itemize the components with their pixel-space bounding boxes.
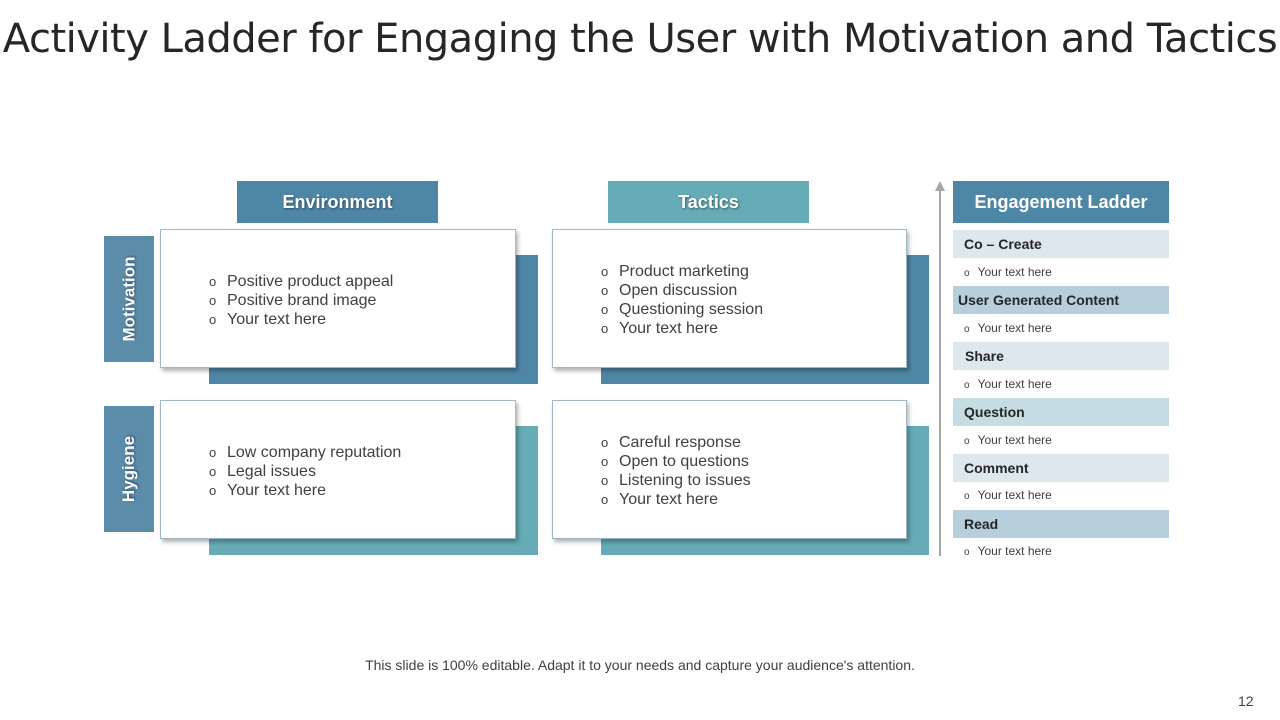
column-header-environment: Environment — [237, 181, 438, 223]
row-header-motivation: Motivation — [104, 236, 154, 362]
list-item: Positive brand image — [209, 291, 393, 310]
ladder-step-text: Your text here — [977, 488, 1052, 502]
hygiene-tactics-list: Careful response Open to questions Liste… — [601, 433, 751, 509]
hygiene-environment-card: Low company reputation Legal issues Your… — [160, 400, 516, 539]
hygiene-tactics-card: Careful response Open to questions Liste… — [552, 400, 907, 539]
ladder-step-read: Read — [953, 510, 1169, 538]
column-header-tactics: Tactics — [608, 181, 809, 223]
motivation-tactics-card: Product marketing Open discussion Questi… — [552, 229, 907, 368]
row-header-hygiene-label: Hygiene — [119, 435, 139, 503]
motivation-tactics-list: Product marketing Open discussion Questi… — [601, 262, 763, 338]
list-item: Careful response — [601, 433, 751, 452]
list-item: Open to questions — [601, 452, 751, 471]
ladder-arrow-line — [939, 190, 941, 556]
list-item: Listening to issues — [601, 471, 751, 490]
list-item: Your text here — [209, 310, 393, 329]
row-header-hygiene: Hygiene — [104, 406, 154, 532]
list-item: Legal issues — [209, 462, 401, 481]
ladder-step-text: Your text here — [977, 544, 1052, 558]
list-item: Open discussion — [601, 281, 763, 300]
ladder-arrow-up-icon — [935, 181, 945, 191]
list-item: Questioning session — [601, 300, 763, 319]
ladder-step-text: Your text here — [977, 377, 1052, 391]
list-item: Your text here — [601, 490, 751, 509]
hygiene-environment-list: Low company reputation Legal issues Your… — [209, 443, 401, 500]
ladder-step-text: Your text here — [977, 265, 1052, 279]
list-item: Positive product appeal — [209, 272, 393, 291]
ladder-step-text: Your text here — [977, 433, 1052, 447]
motivation-environment-card: Positive product appeal Positive brand i… — [160, 229, 516, 368]
ladder-step-text: Your text here — [977, 321, 1052, 335]
list-item: Your text here — [209, 481, 401, 500]
ladder-step-user-generated-content: User Generated Content — [953, 286, 1169, 314]
list-item: Your text here — [601, 319, 763, 338]
ladder-step-question: Question — [953, 398, 1169, 426]
list-item: Low company reputation — [209, 443, 401, 462]
ladder-step-share: Share — [953, 342, 1169, 370]
slide-title: Activity Ladder for Engaging the User wi… — [2, 16, 1278, 62]
motivation-environment-list: Positive product appeal Positive brand i… — [209, 272, 393, 329]
ladder-step-comment: Comment — [953, 454, 1169, 482]
list-item: Product marketing — [601, 262, 763, 281]
slide-footer-note: This slide is 100% editable. Adapt it to… — [365, 657, 915, 673]
ladder-step-co-create: Co – Create — [953, 230, 1169, 258]
page-number: 12 — [1238, 693, 1254, 709]
engagement-ladder-header: Engagement Ladder — [953, 181, 1169, 223]
row-header-motivation-label: Motivation — [119, 256, 138, 342]
